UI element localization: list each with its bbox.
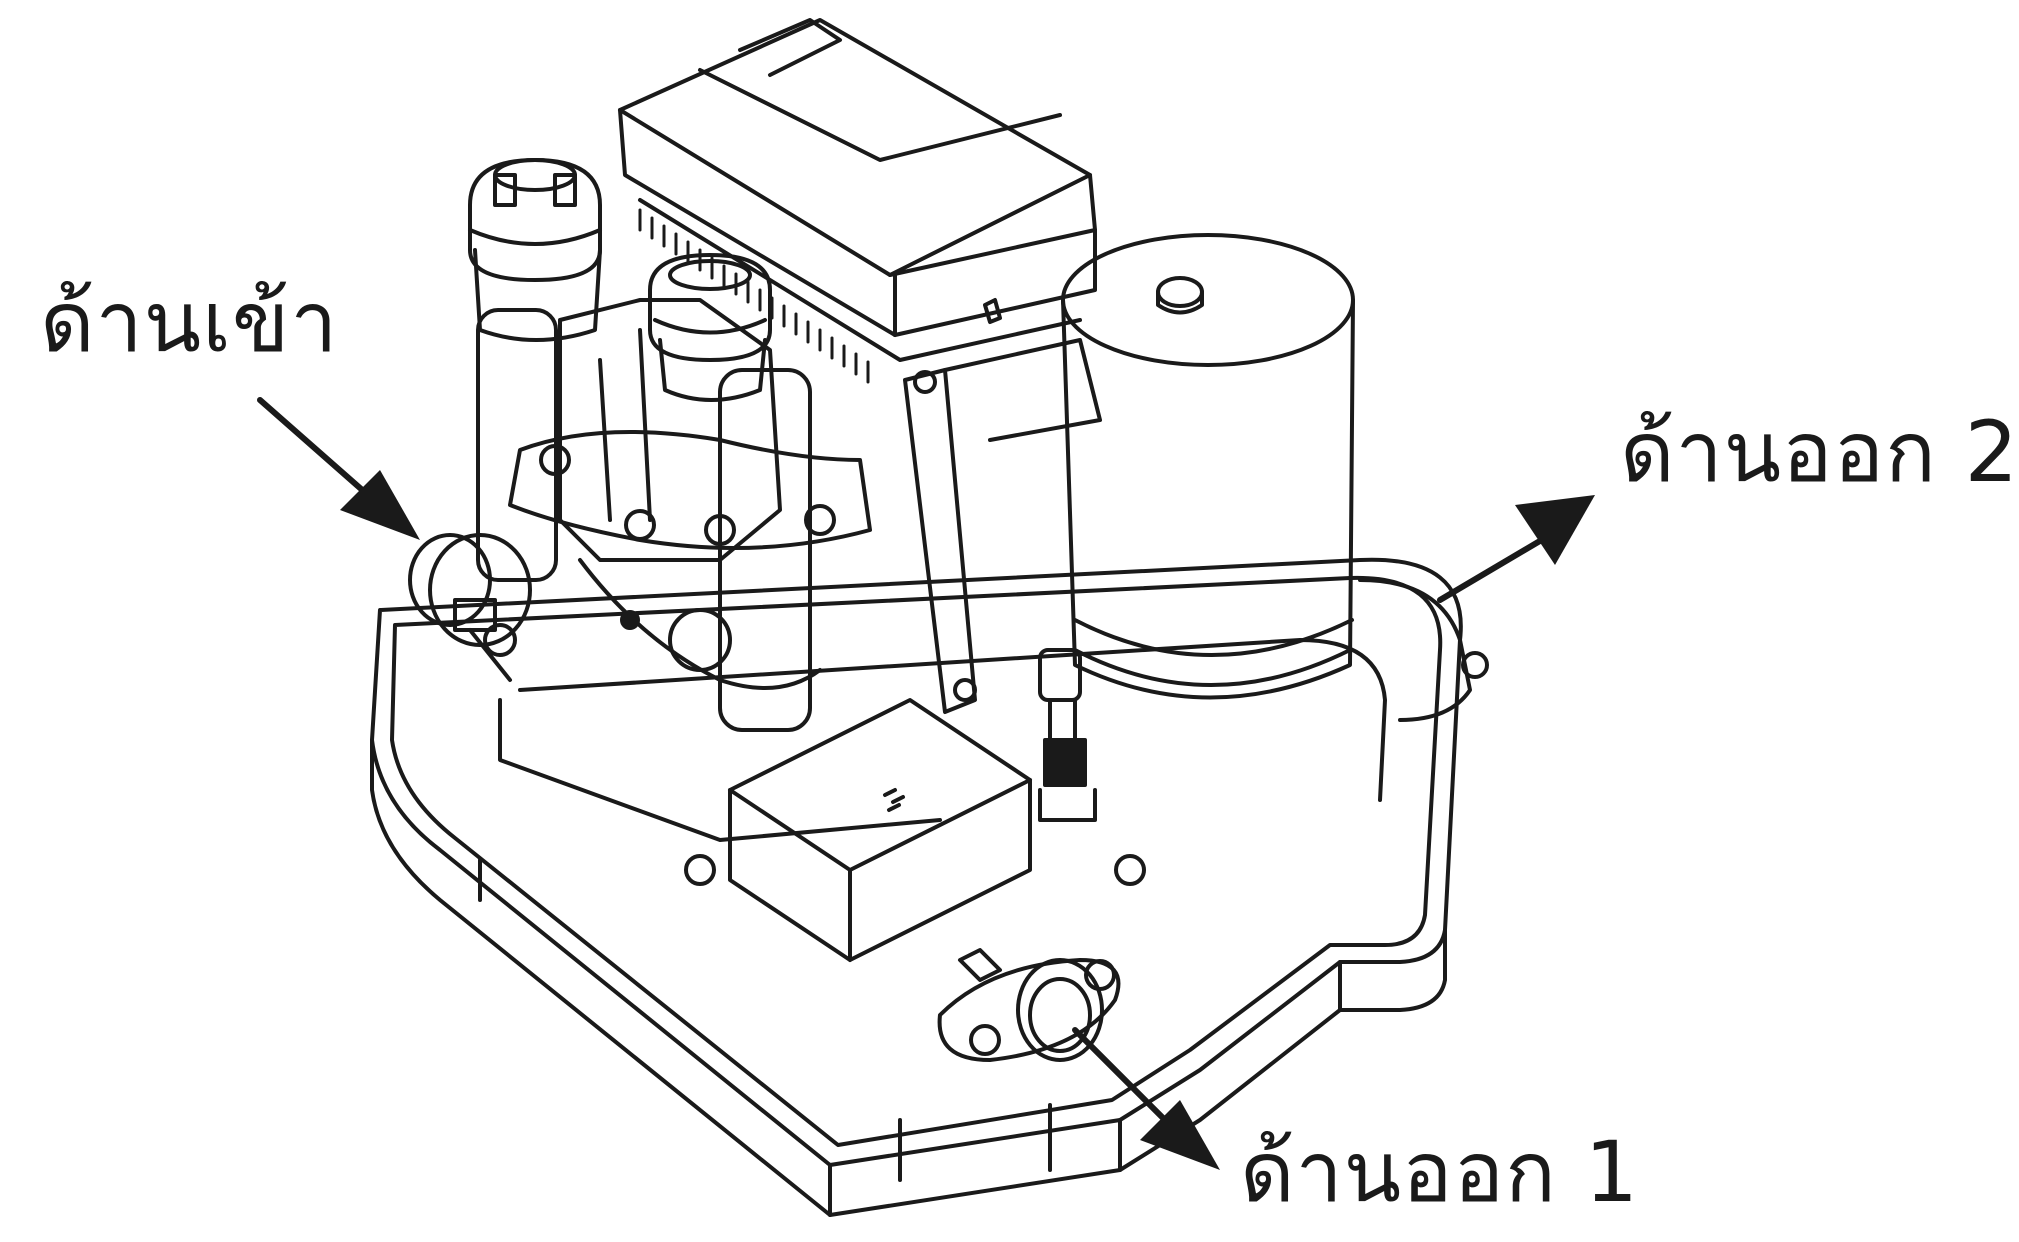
control-box <box>618 18 1097 384</box>
outlet-1-label: ด้านออก 1 <box>1240 1123 1640 1221</box>
middle-valve-column <box>648 253 812 732</box>
sensor <box>1038 648 1146 886</box>
inlet-label: ด้านเข้า <box>40 273 339 371</box>
mounting-bracket <box>903 338 1102 714</box>
outlet-2-label: ด้านออก 2 <box>1620 403 2019 501</box>
pressure-switch <box>684 698 1032 962</box>
outlet-2-port <box>1358 578 1489 722</box>
inlet-arrow <box>257 397 420 540</box>
pressure-tank <box>1061 233 1355 700</box>
outlet-2-arrow <box>1437 495 1595 603</box>
pump-base <box>370 557 1463 1217</box>
outlet-1-port <box>937 948 1121 1062</box>
left-valve-column <box>468 158 602 582</box>
outlet-1-arrow <box>1072 1027 1220 1170</box>
pump-motor <box>508 298 872 690</box>
